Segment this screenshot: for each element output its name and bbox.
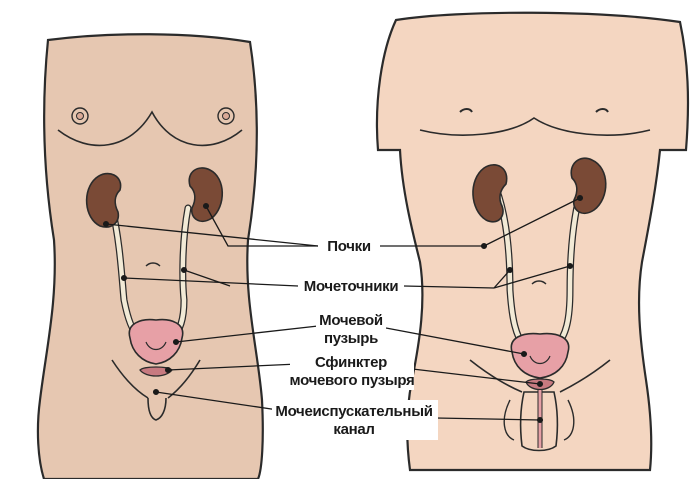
label-kidneys: Почки bbox=[327, 238, 371, 255]
female-nipple-left bbox=[72, 108, 88, 124]
label-bladder-line2: пузырь bbox=[324, 330, 378, 347]
female-kidney-left bbox=[87, 174, 121, 228]
female-figure bbox=[38, 34, 263, 479]
label-sphincter-line1: Сфинктер bbox=[315, 354, 387, 371]
female-kidney-right bbox=[189, 168, 222, 221]
label-urethra-line1: Мочеиспускательный bbox=[275, 403, 432, 420]
label-sphincter-line2: мочевого пузыря bbox=[290, 372, 415, 389]
label-ureters: Мочеточники bbox=[304, 278, 399, 295]
label-bladder-line1: Мочевой bbox=[319, 312, 383, 329]
labels: Почки Мочеточники Мочевой пузырь Сфинкте… bbox=[272, 236, 438, 440]
female-nipple-right bbox=[218, 108, 234, 124]
label-urethra-line2: канал bbox=[333, 421, 374, 438]
